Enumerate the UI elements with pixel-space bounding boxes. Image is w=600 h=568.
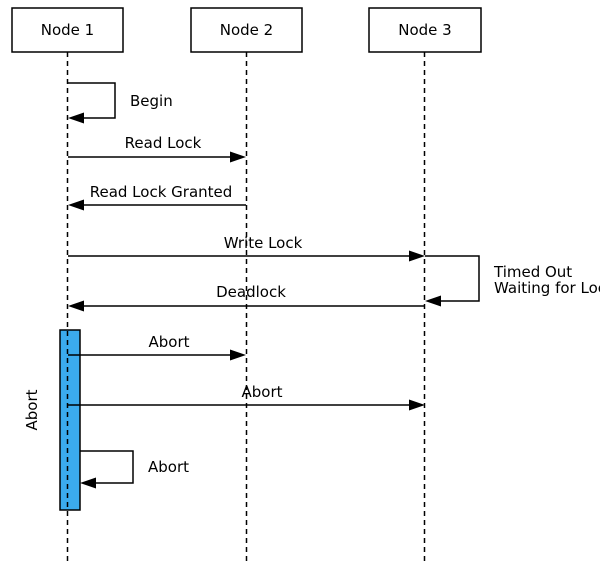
write-lock-label: Write Lock (224, 234, 303, 252)
timed-out-loop-line (425, 255, 480, 302)
read-lock-granted-label: Read Lock Granted (90, 183, 233, 201)
arrowhead-right-icon (409, 250, 425, 262)
arrowhead-right-icon (409, 399, 425, 411)
activation-bar-label: Abort (23, 389, 41, 430)
abort-node3-label: Abort (241, 383, 282, 401)
message-abort-self-loop: Abort (80, 450, 189, 489)
node-box-node-1: Node 1 (11, 7, 124, 53)
timed-out-label-line1: Timed Out (493, 263, 572, 281)
arrowhead-left-icon (68, 199, 84, 211)
arrowhead-left-icon (80, 477, 96, 489)
node-box-node-3: Node 3 (368, 7, 482, 53)
node-2-rect (190, 7, 303, 53)
node-3-label: Node 3 (398, 21, 451, 39)
arrowhead-left-icon (425, 295, 441, 307)
arrowhead-right-icon (230, 151, 246, 163)
abort-node2-label: Abort (148, 333, 189, 351)
abort-loop-label: Abort (148, 458, 189, 476)
deadlock-label: Deadlock (216, 283, 286, 301)
node-1-label: Node 1 (41, 21, 94, 39)
message-read-lock-granted: Read Lock Granted (68, 183, 246, 211)
message-read-lock: Read Lock (68, 134, 246, 163)
message-deadlock: Deadlock (68, 283, 425, 312)
message-timed-out-self-loop: Timed Out Waiting for Lock (425, 255, 600, 307)
node-1-rect (11, 7, 124, 53)
arrowhead-left-icon (68, 112, 84, 124)
node-3-rect (368, 7, 482, 53)
abort-loop-line (80, 450, 134, 484)
message-write-lock: Write Lock (68, 234, 425, 262)
arrowhead-left-icon (68, 300, 84, 312)
activation-bar (59, 329, 81, 511)
node-2-label: Node 2 (220, 21, 273, 39)
message-begin-self-loop: Begin (68, 82, 173, 124)
node-box-node-2: Node 2 (190, 7, 303, 53)
message-abort-node2: Abort (68, 333, 246, 361)
message-abort-node3: Abort (68, 383, 425, 411)
read-lock-label: Read Lock (125, 134, 202, 152)
begin-loop-line (68, 82, 116, 119)
begin-label: Begin (130, 92, 173, 110)
timed-out-label-line2: Waiting for Lock (494, 279, 600, 297)
arrowhead-right-icon (230, 349, 246, 361)
